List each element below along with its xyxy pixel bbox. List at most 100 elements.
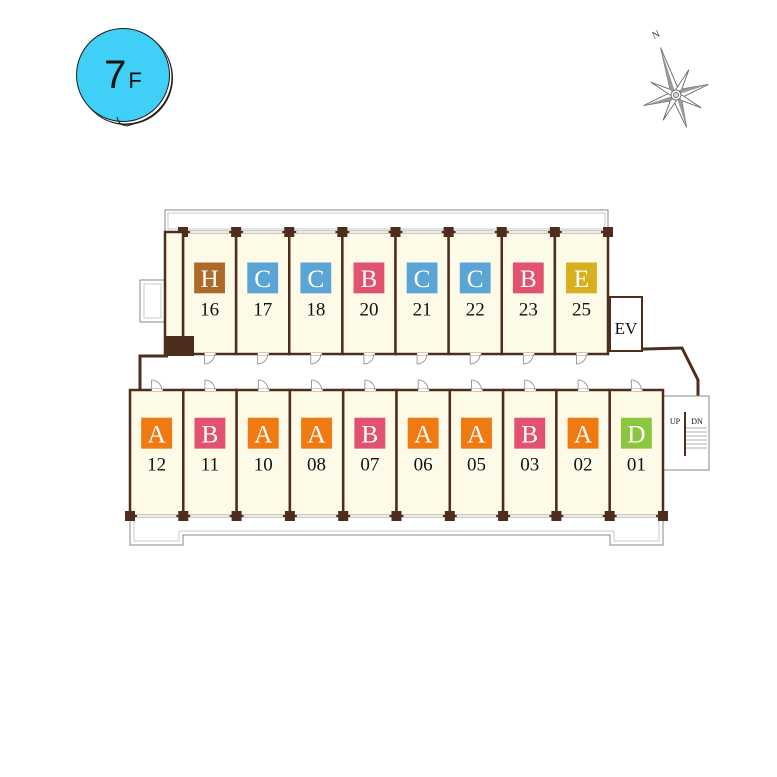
unit-outline xyxy=(448,388,505,518)
door-gap xyxy=(204,389,216,391)
unit-01[interactable]: D01 xyxy=(604,379,665,521)
unit-10[interactable]: A10 xyxy=(231,379,292,521)
unit-type-label: B xyxy=(520,265,537,293)
door-gap xyxy=(631,389,643,391)
pillar xyxy=(284,227,295,237)
pillar xyxy=(444,511,455,521)
unit-outline xyxy=(341,388,398,518)
door-swing xyxy=(257,379,269,391)
pillar xyxy=(391,511,402,521)
unit-outline xyxy=(128,388,185,518)
door-swing xyxy=(257,353,269,365)
pillar xyxy=(496,227,507,237)
unit-type-label: C xyxy=(467,265,484,293)
unit-number-label: 03 xyxy=(520,455,539,476)
unit-type-badge xyxy=(194,262,225,294)
door-swing xyxy=(204,353,215,365)
door-gap xyxy=(523,353,535,355)
unit-07[interactable]: B07 xyxy=(338,379,398,521)
door-swing xyxy=(310,353,322,365)
pillar xyxy=(498,511,509,521)
unit-03[interactable]: B03 xyxy=(498,379,558,521)
door-swing xyxy=(204,379,216,391)
unit-type-badge xyxy=(566,262,597,294)
door-gap xyxy=(151,389,163,391)
unit-number-label: 12 xyxy=(147,455,166,476)
unit-02[interactable]: A02 xyxy=(551,379,611,521)
pillar xyxy=(443,227,454,237)
unit-outline xyxy=(395,388,452,518)
unit-21[interactable]: C21 xyxy=(390,227,450,365)
unit-outline xyxy=(235,388,292,518)
unit-type-badge xyxy=(300,262,332,294)
unit-06[interactable]: A06 xyxy=(391,379,452,521)
door-gap xyxy=(524,389,536,391)
door-swing xyxy=(577,379,589,391)
unit-number-label: 07 xyxy=(360,455,379,476)
pillar xyxy=(178,511,189,521)
door-swing xyxy=(311,379,322,391)
pillar xyxy=(603,227,613,237)
door-gap xyxy=(364,389,376,391)
door-swing xyxy=(364,379,376,391)
door-gap xyxy=(311,389,323,391)
pillar xyxy=(125,511,135,521)
unit-type-label: E xyxy=(574,265,589,293)
stairs-down-label: DN xyxy=(691,417,703,426)
unit-type-badge xyxy=(514,417,546,449)
unit-type-label: B xyxy=(201,420,218,448)
door-swing xyxy=(151,379,163,391)
compass-rose-icon: N xyxy=(643,29,709,128)
unit-25[interactable]: E 25 xyxy=(549,227,610,365)
unit-number-label: 16 xyxy=(200,299,219,320)
unit-05[interactable]: A05 xyxy=(444,379,505,521)
pillar xyxy=(231,511,242,521)
unit-18[interactable]: C18 xyxy=(284,227,344,365)
pillar xyxy=(549,227,560,237)
unit-type-label: C xyxy=(307,265,324,293)
unit-17[interactable]: C17 xyxy=(231,227,291,365)
unit-number-label: 02 xyxy=(574,455,593,476)
unit-16-west-wing xyxy=(163,230,185,356)
unit-number-label: 08 xyxy=(307,455,326,476)
unit-type-badge xyxy=(620,417,652,449)
unit-type-badge xyxy=(247,262,279,294)
unit-type-badge xyxy=(567,417,599,449)
door-gap xyxy=(470,353,482,355)
south-balcony xyxy=(129,516,664,546)
door-swing xyxy=(416,353,428,365)
pillar xyxy=(284,511,295,521)
unit-type-label: H xyxy=(200,265,218,293)
unit-number-label: 10 xyxy=(254,455,273,476)
pillar xyxy=(551,511,562,521)
door-swing xyxy=(469,353,481,365)
door-gap xyxy=(471,389,483,391)
unit-type-label: B xyxy=(361,265,378,293)
door-swing xyxy=(524,379,536,391)
door-swing xyxy=(363,353,375,365)
unit-type-badge xyxy=(301,417,333,449)
unit-23[interactable]: B23 xyxy=(496,227,557,365)
unit-number-label: 25 xyxy=(572,299,591,320)
unit-11[interactable]: B11 xyxy=(178,379,238,521)
floor-number: 7 xyxy=(104,53,127,97)
unit-type-badge xyxy=(459,262,491,294)
elevator-label: EV xyxy=(615,319,638,338)
unit-type-label: A xyxy=(414,420,433,448)
unit-12[interactable]: A12 xyxy=(125,379,185,521)
unit-20[interactable]: B20 xyxy=(337,227,397,365)
unit-16[interactable]: H 16 xyxy=(178,227,238,365)
door-swing xyxy=(630,379,642,391)
compass-north-label: N xyxy=(651,29,662,42)
floor-unit: F xyxy=(128,68,142,93)
door-gap xyxy=(578,389,590,391)
door-gap xyxy=(258,389,270,391)
unit-22[interactable]: C22 xyxy=(443,227,503,365)
door-gap xyxy=(257,353,269,355)
unit-type-badge xyxy=(460,417,492,449)
unit-08[interactable]: A08 xyxy=(284,379,345,521)
unit-type-badge xyxy=(141,417,173,449)
